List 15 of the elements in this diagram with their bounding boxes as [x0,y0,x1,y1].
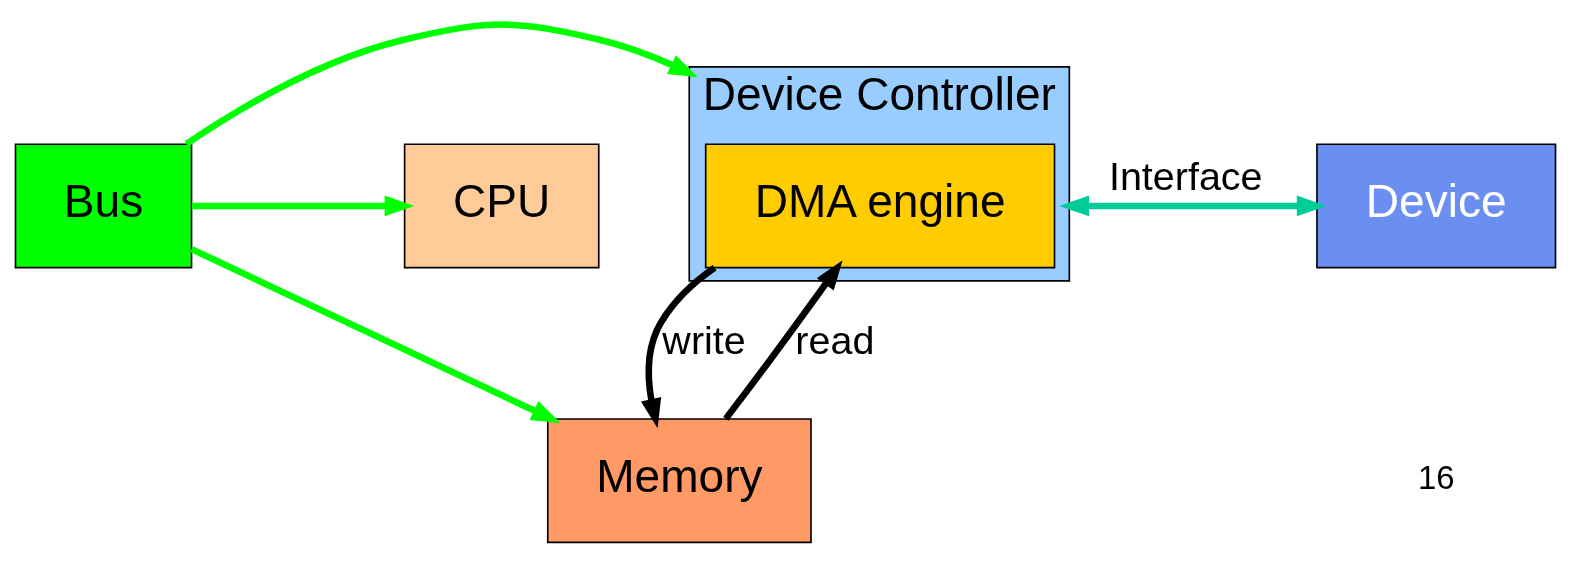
edge-label: write [662,317,746,362]
arrow [192,195,415,216]
node-box: Memory [546,417,812,543]
arrow [184,20,699,147]
edge-label: Interface [1108,153,1263,198]
arrow [640,264,717,428]
arrow [723,259,843,421]
node-box: CPU [403,142,600,268]
node-box: DMA engine [704,142,1056,268]
edge-label: read [795,317,875,362]
arrow [190,245,561,423]
node-box: Device [1316,142,1557,268]
label: 16 [1417,458,1455,496]
node-box: Bus [14,142,193,268]
arrow [1059,195,1327,216]
